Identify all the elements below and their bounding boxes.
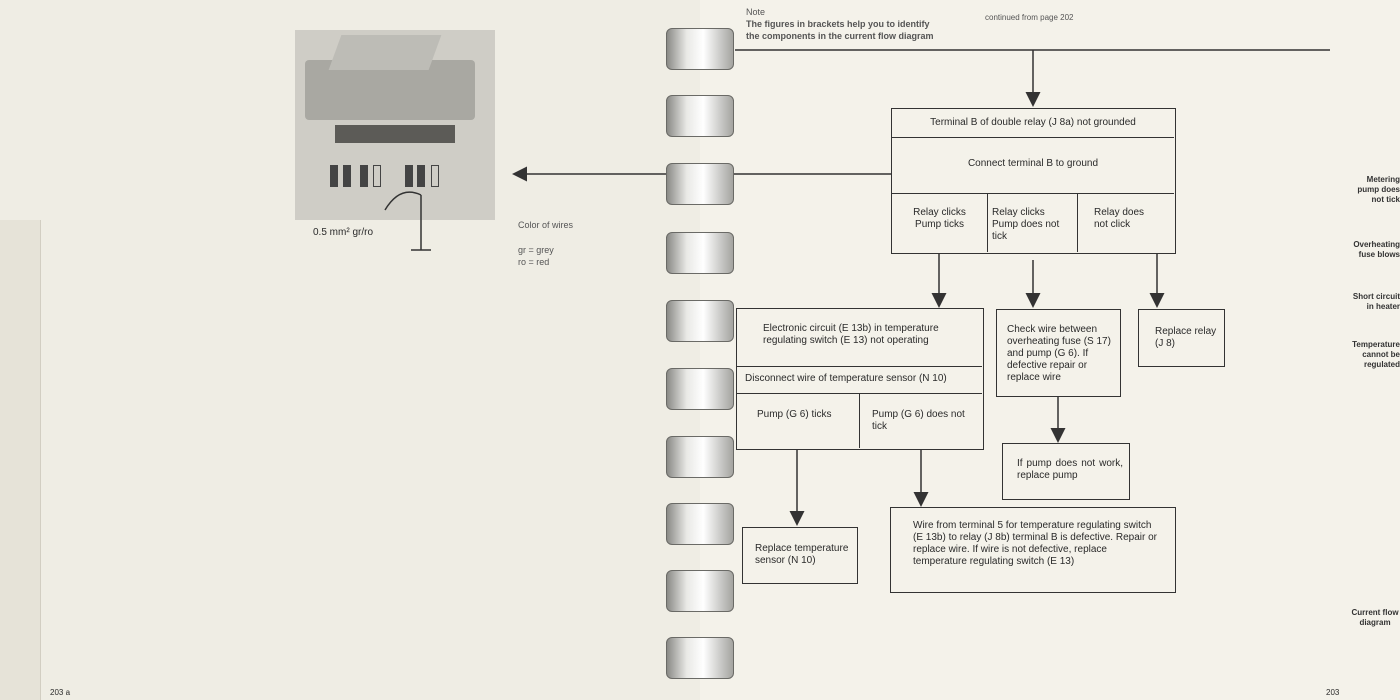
- binding-ring: [666, 570, 734, 612]
- tab-short-circuit[interactable]: Short circuit in heater: [1352, 292, 1400, 311]
- binding-ring: [666, 28, 734, 70]
- pump-not-tick-box: Pump (G 6) does not tick: [872, 409, 965, 432]
- note-text-line-2: the components in the current flow diagr…: [746, 31, 934, 41]
- check-wire-box: Check wire between overheating fuse (S 1…: [996, 309, 1121, 397]
- binding-ring: [666, 503, 734, 545]
- wire-color-title: Color of wires: [518, 220, 574, 230]
- branch-relay-no-click: Relay does not click: [1094, 207, 1145, 230]
- binding-ring: [666, 95, 734, 137]
- note-block: Note The figures in brackets help you to…: [746, 6, 934, 42]
- binding-ring: [666, 368, 734, 410]
- wire-color-gr: gr = grey: [518, 245, 554, 255]
- top-condition-box: Terminal B of double relay (J 8a) not gr…: [892, 109, 1174, 138]
- tab-overheating-fuse[interactable]: Overheating fuse blows: [1353, 240, 1400, 259]
- relay-photo: [295, 30, 495, 220]
- electronic-box-group: Electronic circuit (E 13b) in temperatur…: [736, 308, 984, 450]
- binding-ring: [666, 436, 734, 478]
- tab-metering-pump[interactable]: Metering pump does not tick: [1357, 175, 1400, 204]
- continued-note: continued from page 202: [985, 13, 1074, 22]
- replace-pump-box: If pump does not work, replace pump: [1002, 443, 1130, 500]
- disconnect-sensor-box: Disconnect wire of temperature sensor (N…: [737, 367, 982, 394]
- branch-relay-clicks-pump-ticks: Relay clicks Pump ticks: [892, 194, 988, 252]
- wire-color-ro: ro = red: [518, 257, 550, 267]
- side-tabs: Metering pump does not tick Overheating …: [1350, 160, 1400, 700]
- note-text-line-1: The figures in brackets help you to iden…: [746, 19, 930, 29]
- replace-relay-box: Replace relay (J 8): [1138, 309, 1225, 367]
- replace-sensor-box: Replace temperature sensor (N 10): [742, 527, 858, 584]
- binding-ring: [666, 232, 734, 274]
- connect-ground-box: Connect terminal B to ground: [892, 138, 1174, 194]
- left-page-number: 203 a: [50, 688, 71, 697]
- wire-terminal-box: Wire from terminal 5 for temperature reg…: [890, 507, 1176, 593]
- pump-ticks-box: Pump (G 6) ticks: [737, 394, 860, 448]
- right-page-number: 203: [1326, 688, 1340, 697]
- electronic-circuit-box: Electronic circuit (E 13b) in temperatur…: [737, 309, 982, 367]
- tab-current-flow[interactable]: Current flow diagram: [1351, 608, 1399, 627]
- binding-ring: [666, 300, 734, 342]
- wire-gauge-label: 0.5 mm² gr/ro: [313, 227, 374, 238]
- note-title: Note: [746, 7, 766, 17]
- previous-page-edge: [0, 220, 41, 700]
- tab-temperature[interactable]: Temperature cannot be regulated: [1352, 340, 1400, 369]
- wire-pointer: [384, 191, 422, 211]
- binding-ring: [666, 637, 734, 679]
- terminal-box-group: Terminal B of double relay (J 8a) not gr…: [891, 108, 1176, 254]
- binding-ring: [666, 163, 734, 205]
- branch-relay-clicks-no-tick: Relay clicks Pump does not tick: [988, 194, 1078, 252]
- wire-color-legend: gr = grey ro = red: [518, 244, 554, 268]
